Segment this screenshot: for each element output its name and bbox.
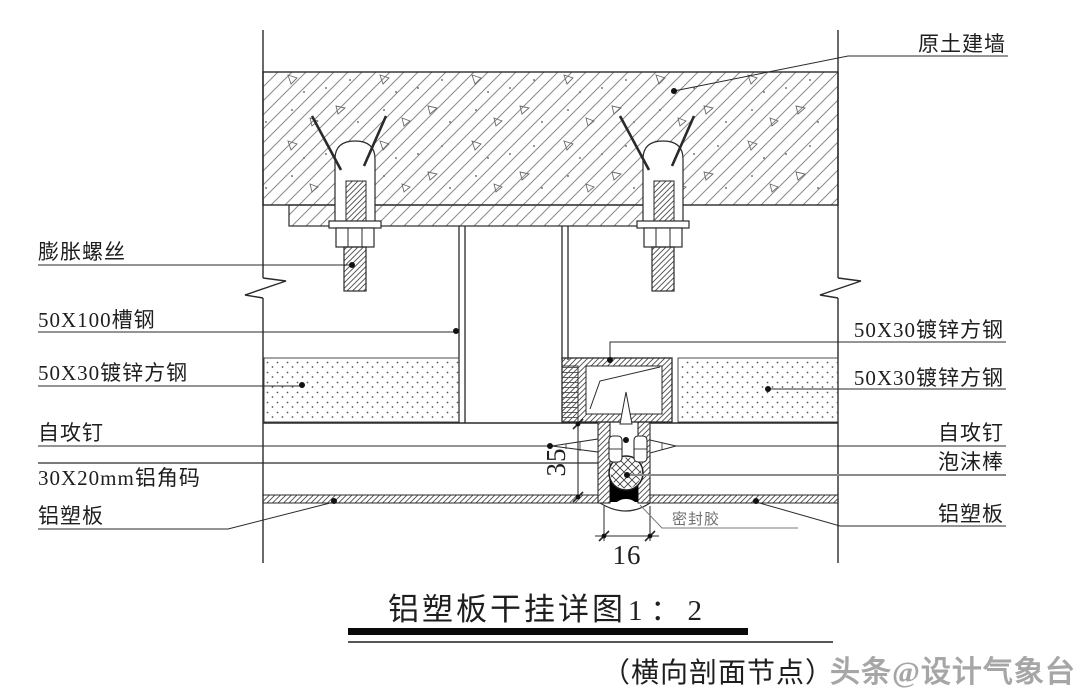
- label-self-tapping-right: 自攻钉: [938, 421, 1004, 445]
- hex-nut-facets: [655, 228, 671, 247]
- hex-nut-facets: [347, 228, 363, 247]
- boundary-lines: [244, 30, 862, 563]
- drawing-title: 铝塑板干挂详图: [388, 592, 626, 627]
- screw-vertical-dot: [623, 437, 629, 443]
- joint-wall-left: [597, 421, 611, 504]
- screw-left-threads: [565, 442, 581, 451]
- panel-edges: [38, 422, 839, 504]
- title-block: 铝塑板干挂详图 1：2 （横向剖面节点） 头条@设计气象台: [348, 592, 1076, 689]
- dot-channel-steel: [453, 328, 459, 334]
- washer: [636, 220, 690, 229]
- hex-nut: [335, 227, 375, 248]
- dot-expansion-screw: [349, 262, 355, 268]
- screw-vertical: [619, 391, 633, 425]
- dot-square-steel-right-bottom: [765, 386, 771, 392]
- label-self-tapping-left: 自攻钉: [38, 421, 104, 445]
- title-underline-thick: [348, 628, 748, 635]
- leader-square-steel-right-top: [609, 341, 1006, 359]
- tube-break-line: [589, 366, 661, 410]
- channel-steel-verticals: [458, 226, 569, 423]
- square-steel-tube-section: [561, 357, 673, 423]
- drawing-subtitle: （横向剖面节点）: [602, 657, 834, 689]
- dim35-dot-top: [575, 421, 581, 427]
- sealant-notch: [614, 499, 638, 517]
- dim16-dot-right: [647, 533, 653, 539]
- expansion-bolt-left: [310, 115, 388, 292]
- dim16-dot-left: [601, 533, 607, 539]
- screw-right: [649, 439, 677, 454]
- expansion-bolt-right: [618, 115, 696, 292]
- tube-flange-rungs: [561, 365, 579, 423]
- dot-acp-left: [331, 498, 337, 504]
- leader-sealant: [639, 504, 798, 529]
- anchor-sleeve: [653, 180, 675, 222]
- label-wall: 原土建墙: [918, 32, 1006, 56]
- drawing-scale: 1：2: [628, 595, 710, 627]
- watermark: 头条@设计气象台: [830, 655, 1076, 689]
- dim35-dot-bottom: [575, 494, 581, 500]
- dim35-text: 35: [541, 448, 571, 477]
- bolt-shaft: [651, 246, 675, 292]
- channel-steel-right-pair: [561, 226, 569, 360]
- label-expansion-screw: 膨胀螺丝: [38, 240, 126, 264]
- label-texts: 膨胀螺丝 50X100槽钢 50X30镀锌方钢 自攻钉 30X20mm铝角码 铝…: [38, 32, 1006, 528]
- dimension-35: 35: [541, 418, 584, 503]
- anchor-sleeve: [345, 180, 367, 222]
- hex-nut: [643, 227, 683, 248]
- label-square-steel-right-bottom: 50X30镀锌方钢: [854, 366, 1004, 390]
- screw-left: [551, 438, 599, 453]
- square-steel-zone-right: [677, 357, 839, 423]
- dot-foam-rod: [624, 472, 630, 478]
- leader-wall: [673, 55, 1008, 92]
- acp-strip-right: [649, 494, 839, 504]
- sealant-meniscus: [599, 502, 651, 512]
- label-square-steel-right-top: 50X30镀锌方钢: [854, 318, 1004, 342]
- dot-square-steel-right-top: [607, 357, 613, 363]
- label-acp-right: 铝塑板: [938, 502, 1004, 526]
- label-square-steel-left: 50X30镀锌方钢: [38, 361, 188, 385]
- dim16-text: 16: [613, 540, 642, 570]
- label-aluminum-angle: 30X20mm铝角码: [38, 466, 201, 490]
- left-boundary-break-line: [244, 30, 287, 563]
- dot-acp-right: [753, 498, 759, 504]
- dot-square-steel-left: [299, 382, 305, 388]
- channel-steel-left-pair: [458, 226, 466, 423]
- washer: [328, 220, 382, 229]
- anchor-legs: [618, 115, 696, 171]
- acp-strip-left: [262, 494, 599, 504]
- dot-self-tapping-left: [547, 443, 553, 449]
- anchor-legs: [310, 115, 388, 171]
- bolt-shaft: [343, 246, 367, 292]
- dimension-16: 16: [595, 506, 659, 570]
- label-foam-rod: 泡沫棒: [938, 450, 1004, 474]
- label-acp-left: 铝塑板: [38, 504, 104, 528]
- square-steel-zone-left: [263, 357, 460, 423]
- label-channel-steel: 50X100槽钢: [38, 308, 156, 332]
- label-sealant: 密封胶: [672, 511, 720, 528]
- leader-acp-right: [755, 501, 1006, 527]
- leader-dots: [299, 88, 771, 504]
- leader-acp-left: [38, 501, 335, 530]
- leader-lines: [38, 55, 1008, 530]
- dot-wall: [671, 88, 677, 94]
